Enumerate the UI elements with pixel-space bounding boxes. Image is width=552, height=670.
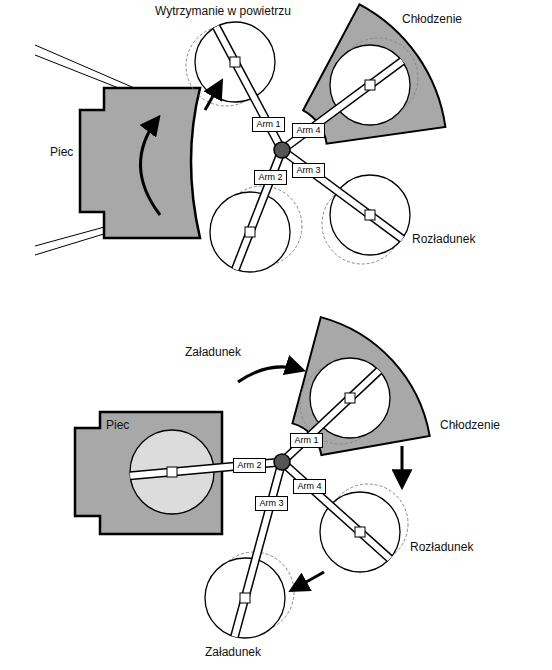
hub <box>274 142 290 158</box>
arm-shafts <box>130 371 390 637</box>
arm-box: Arm 3 <box>255 496 288 511</box>
arm-box: Arm 4 <box>292 123 325 138</box>
arm-label: Arm 3 <box>259 498 283 509</box>
arm-label: Arm 2 <box>258 172 282 183</box>
motion-arrows <box>140 82 221 215</box>
arm-box: Arm 3 <box>292 163 325 178</box>
station-label: Rozładunek <box>410 540 473 554</box>
station-label: Chłodzenie <box>402 12 462 26</box>
arm-label: Arm 4 <box>297 481 321 492</box>
arm-label: Arm 1 <box>294 435 318 446</box>
station-label: Załadunek <box>205 645 261 659</box>
arm-box: Arm 4 <box>293 479 326 494</box>
arm-box: Arm 2 <box>254 170 287 185</box>
furnace <box>80 88 200 238</box>
arm-label: Arm 2 <box>237 460 261 471</box>
arm-label: Arm 1 <box>256 119 280 130</box>
basket-clamps <box>230 57 375 237</box>
baskets <box>195 22 410 272</box>
arm-label: Arm 3 <box>296 165 320 176</box>
arm-label: Arm 4 <box>296 125 320 136</box>
station-label: Piec <box>50 145 73 159</box>
baskets <box>130 358 400 638</box>
station-label: Chłodzenie <box>440 418 500 432</box>
hub <box>274 454 290 470</box>
arm-box: Arm 2 <box>233 458 266 473</box>
station-label: Piec <box>106 418 129 432</box>
station-label: Załadunek <box>185 345 241 359</box>
arm-box: Arm 1 <box>290 433 323 448</box>
basket-clamps <box>167 393 365 603</box>
station-label: Rozładunek <box>412 232 475 246</box>
station-label: Wytrzymanie w powietrzu <box>155 4 291 18</box>
arm-shafts <box>216 27 402 270</box>
motion-arrows <box>238 367 402 590</box>
arm-box: Arm 1 <box>252 117 285 132</box>
